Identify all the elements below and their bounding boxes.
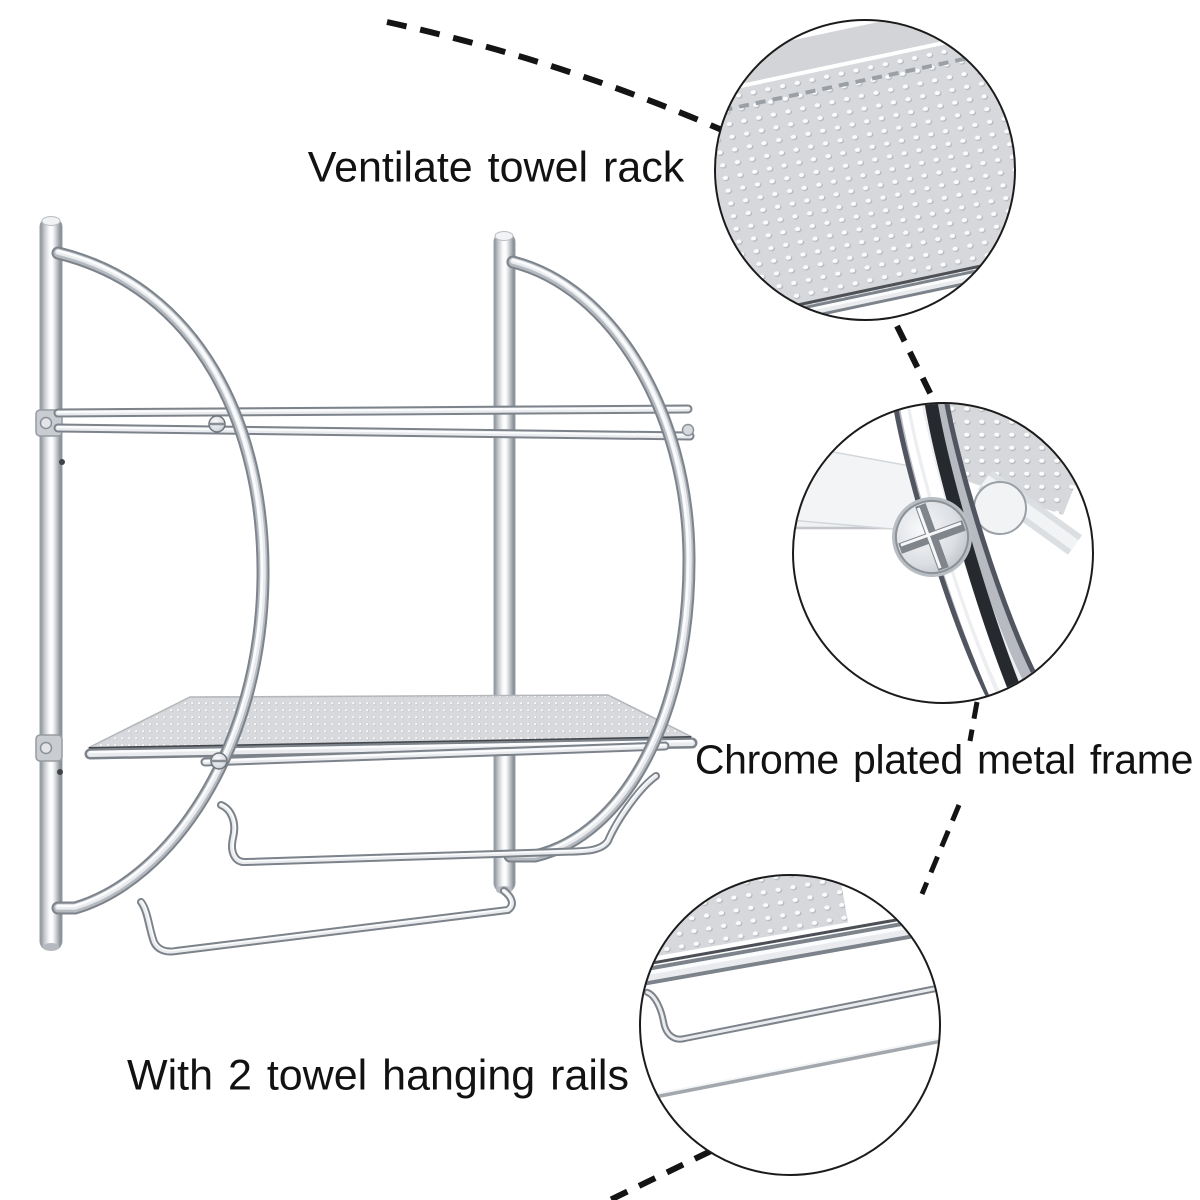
bar-top-cap <box>41 216 61 226</box>
mount-screw <box>39 416 53 430</box>
mount-hole <box>59 459 65 465</box>
callout-circle-shelf-texture <box>714 19 1016 321</box>
towel-rail-lower <box>137 887 516 956</box>
hinge-barrel <box>973 481 1027 535</box>
rail-z-bend <box>643 981 939 1043</box>
dashed-connector-bottom <box>608 1148 713 1200</box>
rail-thin <box>641 1032 939 1102</box>
mount-hole <box>57 769 63 775</box>
callout-circle-rails <box>639 874 941 1176</box>
perforated-surface <box>930 404 1092 515</box>
phillips-screw <box>892 497 972 577</box>
side-ring-left <box>51 246 270 915</box>
side-ring-right <box>503 255 696 863</box>
wall-bar-right <box>493 231 516 894</box>
bar-bottom-cap <box>43 943 59 951</box>
wall-bar-left <box>39 216 63 951</box>
towel-rack-illustration <box>35 216 698 956</box>
callout-circle-outline <box>714 19 1016 321</box>
dashed-connector-top-to-mid <box>894 324 938 405</box>
bar-top-cap <box>494 231 514 241</box>
mount-screw <box>39 741 53 755</box>
dashed-connector-top <box>386 19 724 133</box>
callout-label-rails: With 2 towel hanging rails <box>127 1051 629 1100</box>
dashed-connector-label-to-bottom <box>919 804 962 895</box>
callout-circle-outline <box>792 402 1094 704</box>
dashed-connector-mid-to-label <box>967 701 980 742</box>
callout-circle-outline <box>639 874 941 1176</box>
frame-joint-screw-lower <box>210 752 228 770</box>
dashed-connectors <box>386 19 980 1200</box>
bottom-shelf <box>84 694 698 767</box>
callout-label-ventilate: Ventilate towel rack <box>307 143 685 192</box>
callout-circle-frame-joint <box>792 402 1094 704</box>
wall-mount-bracket-lower <box>35 734 63 762</box>
callout-label-chrome: Chrome plated metal frame <box>694 736 1194 783</box>
top-shelf <box>53 404 695 441</box>
towel-rail-upper <box>217 772 660 866</box>
frame-joint-cap <box>681 423 695 437</box>
frame-joint-screw-upper <box>208 415 226 433</box>
